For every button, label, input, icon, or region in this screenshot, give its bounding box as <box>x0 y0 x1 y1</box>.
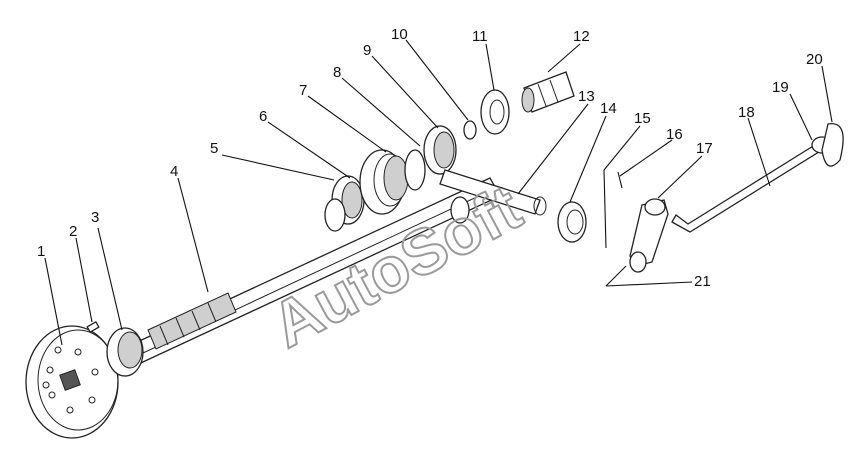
hub-gear <box>106 327 144 377</box>
callout-labels: 1 2 3 4 5 6 7 8 9 10 11 12 13 14 15 16 1… <box>37 26 823 290</box>
callout-15: 15 <box>634 110 651 127</box>
callout-7: 7 <box>299 82 307 99</box>
callout-3: 3 <box>91 209 99 226</box>
snap-ring <box>463 120 477 140</box>
main-shaft <box>119 177 501 369</box>
callout-6: 6 <box>259 108 267 125</box>
gear-right <box>423 125 457 175</box>
secondary-shaft <box>439 169 547 224</box>
washer <box>480 89 510 135</box>
callout-1: 1 <box>37 243 45 260</box>
callout-21: 21 <box>694 273 711 290</box>
leader-lines <box>44 39 833 346</box>
callout-12: 12 <box>573 28 590 45</box>
lever-pin <box>605 265 627 287</box>
synchronizer <box>359 149 426 215</box>
callout-14: 14 <box>600 100 617 117</box>
callout-20: 20 <box>806 51 823 68</box>
callout-16: 16 <box>666 126 683 143</box>
small-pin <box>86 321 100 333</box>
callout-4: 4 <box>170 163 178 180</box>
callout-5: 5 <box>210 140 218 157</box>
splined-coupling <box>521 71 575 113</box>
shift-rod <box>671 142 823 233</box>
callout-11: 11 <box>472 28 488 45</box>
bushing <box>557 201 587 243</box>
gear-cluster-left <box>324 175 365 232</box>
callout-9: 9 <box>363 42 371 59</box>
callout-19: 19 <box>772 79 789 96</box>
spring-pin <box>617 171 623 189</box>
callout-2: 2 <box>69 223 77 240</box>
callout-13: 13 <box>578 88 595 105</box>
flange-disc <box>25 325 119 439</box>
callout-18: 18 <box>738 104 755 121</box>
callout-10: 10 <box>391 26 408 43</box>
callout-17: 17 <box>696 140 713 157</box>
shift-knob <box>811 123 844 167</box>
shift-lever <box>629 198 669 273</box>
callout-8: 8 <box>333 64 341 81</box>
